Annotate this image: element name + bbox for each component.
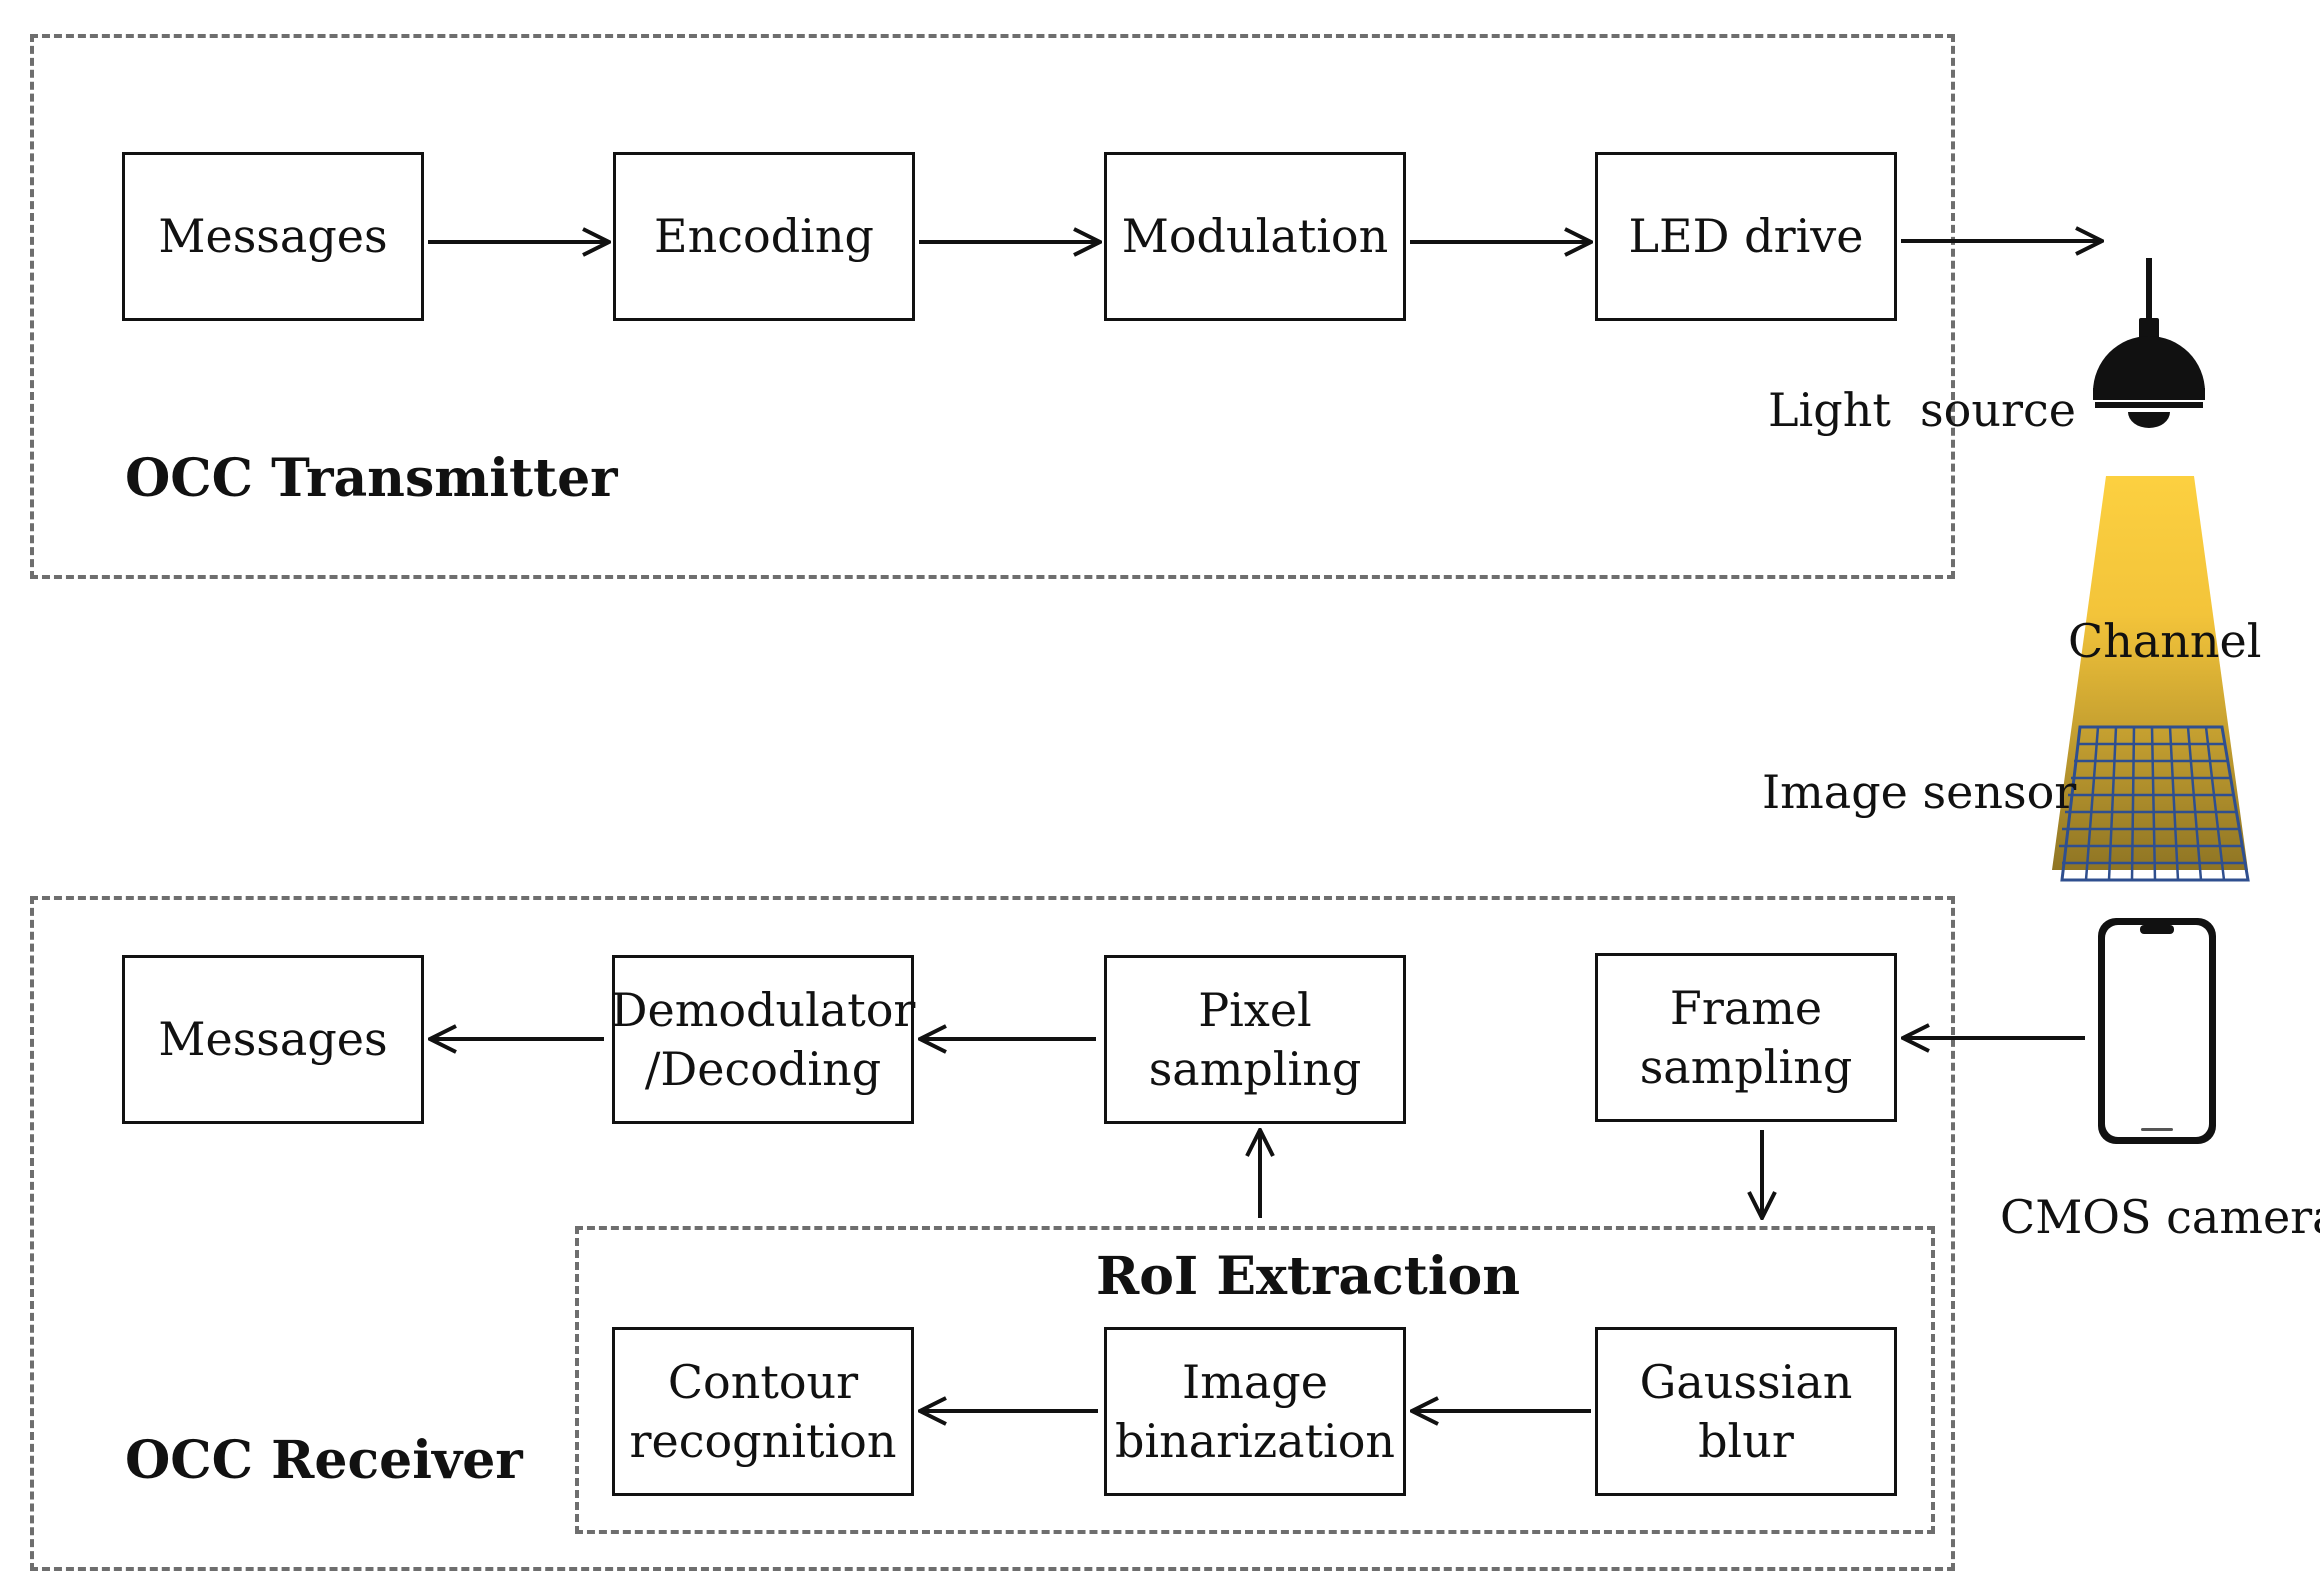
encoding-label: Encoding [654,209,874,264]
pixel-sampling-block: Pixel sampling [1104,955,1406,1124]
transmitter-title: OCC Transmitter [125,448,618,509]
led-drive-block: LED drive [1595,152,1897,321]
image-sensor-label: Image sensor [1762,765,2077,819]
binarization-label-line2: binarization [1114,1413,1396,1468]
smartphone-icon [2098,918,2216,1144]
binarization-label-line1: Image [1182,1354,1328,1409]
pixel-sampling-label-line1: Pixel [1198,982,1312,1037]
frame-sampling-label-line1: Frame [1669,980,1823,1035]
demodulator-label-line2: /Decoding [644,1041,882,1096]
cmos-camera-label: CMOS camera [2000,1190,2320,1244]
image-sensor-grid [2059,725,2250,882]
pixel-sampling-label-line2: sampling [1148,1041,1362,1096]
receiver-title: OCC Receiver [125,1430,523,1491]
contour-label-line2: recognition [629,1413,897,1468]
light-source-label: Light source [1768,383,2076,437]
frame-sampling-label-line2: sampling [1639,1039,1853,1094]
rx-messages-label: Messages [158,1012,388,1067]
image-binarization-block: Image binarization [1104,1327,1406,1496]
gaussian-label-line2: blur [1698,1413,1794,1468]
gaussian-blur-block: Gaussian blur [1595,1327,1897,1496]
gaussian-label-line1: Gaussian [1639,1354,1853,1409]
contour-recognition-block: Contour recognition [612,1327,914,1496]
tx-messages-block: Messages [122,152,424,321]
lamp-icon [2093,258,2205,428]
modulation-block: Modulation [1104,152,1406,321]
demodulator-block: Demodulator /Decoding [610,955,916,1124]
modulation-label: Modulation [1121,209,1389,264]
rx-messages-block: Messages [122,955,424,1124]
led-drive-label: LED drive [1628,209,1864,264]
tx-messages-label: Messages [158,209,388,264]
light-beam [2052,476,2248,870]
encoding-block: Encoding [613,152,915,321]
demodulator-label-line1: Demodulator [610,982,916,1037]
channel-label: Channel [2068,614,2262,668]
receiver-group [30,896,1955,1571]
roi-extraction-group [575,1226,1935,1534]
contour-label-line1: Contour [667,1354,859,1409]
transmitter-group [30,34,1955,579]
frame-sampling-block: Frame sampling [1595,953,1897,1122]
roi-extraction-title: RoI Extraction [1096,1246,1520,1307]
